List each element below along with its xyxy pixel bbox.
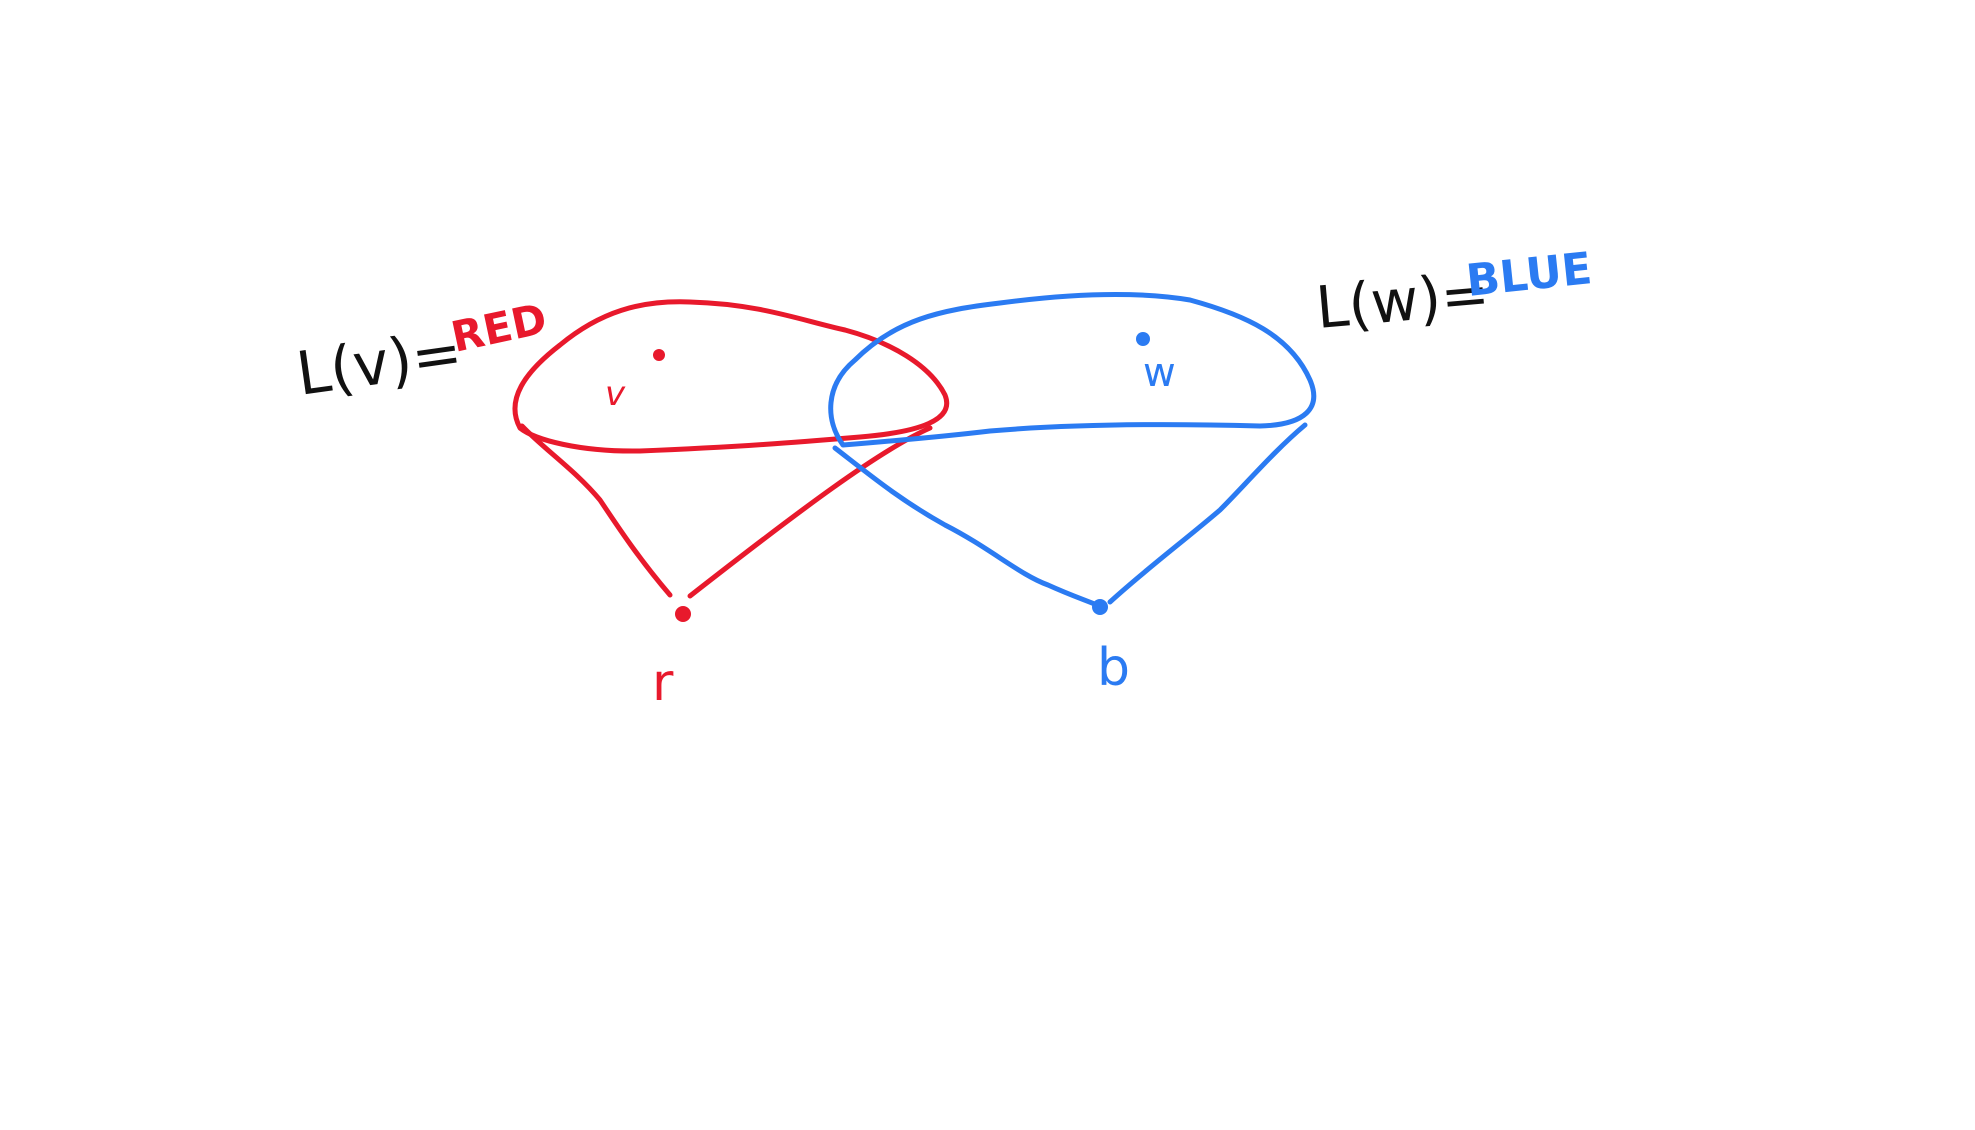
red-point-dot <box>653 349 665 361</box>
red-region-outline <box>512 299 950 454</box>
red-apex-dot <box>675 606 691 622</box>
apex-r-label: r <box>652 653 674 713</box>
blue-cone-left-edge <box>832 445 1100 608</box>
blue-point-dot <box>1136 332 1150 346</box>
point-w-label: w <box>1143 350 1176 396</box>
blue-apex-dot <box>1092 599 1108 615</box>
red-annotation: L(v)= RED <box>292 294 551 410</box>
red-annotation-prefix: L(v)= <box>292 317 466 409</box>
blue-region-outline <box>828 291 1317 448</box>
red-cone <box>512 299 950 622</box>
point-v-label: v <box>605 374 626 414</box>
blue-annotation: L(w)= BLUE <box>1313 243 1594 342</box>
apex-b-label: b <box>1097 638 1130 698</box>
blue-annotation-value: BLUE <box>1464 243 1594 307</box>
blue-cone-right-edge <box>1107 422 1308 605</box>
red-cone-right-edge <box>687 425 933 599</box>
blue-annotation-prefix: L(w)= <box>1313 259 1492 342</box>
red-cone-left-edge <box>519 423 673 598</box>
red-annotation-value: RED <box>447 294 551 362</box>
blue-cone <box>828 291 1317 615</box>
